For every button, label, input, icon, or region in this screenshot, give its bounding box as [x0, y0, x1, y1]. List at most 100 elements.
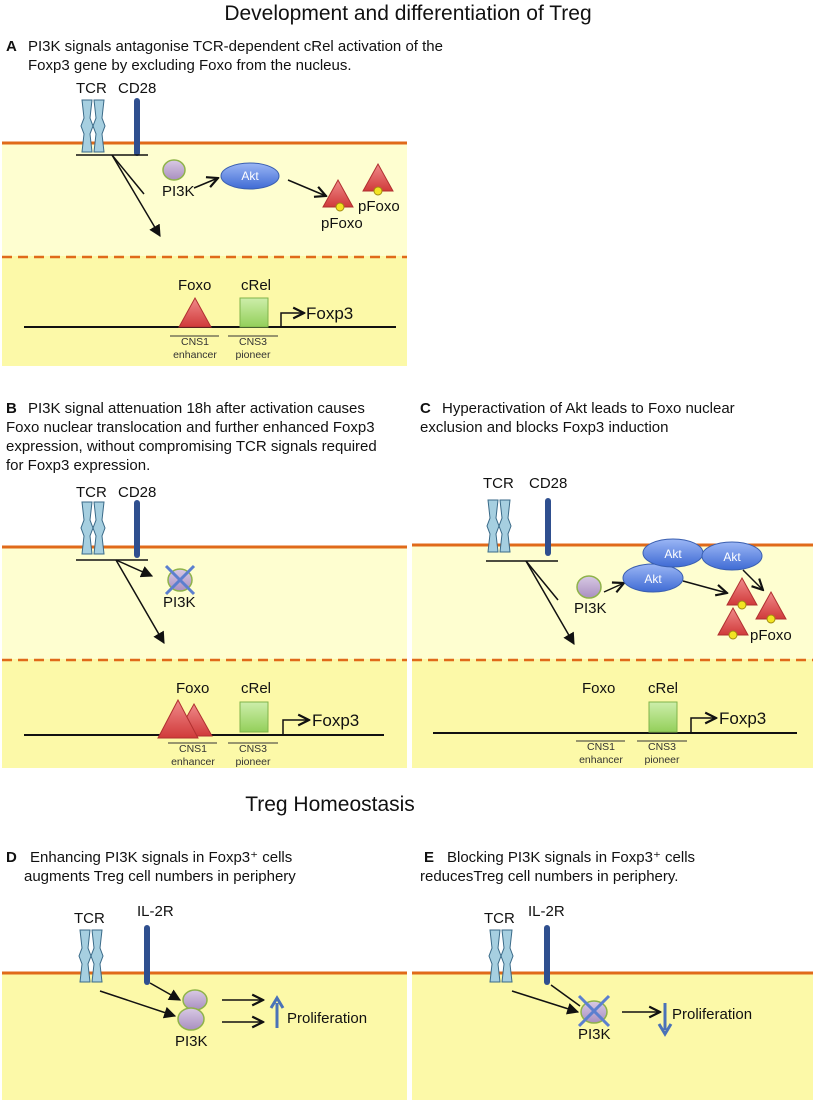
tcr-receptor-icon: [488, 929, 514, 983]
crel-square-icon: [648, 701, 678, 733]
panel-letter: B: [6, 400, 17, 417]
panel-letter: E: [424, 849, 434, 866]
pi3k-label: PI3K: [175, 1033, 208, 1050]
akt-label: Akt: [723, 550, 741, 564]
arrow-to-nucleus: [115, 559, 165, 645]
akt-icon: [220, 162, 280, 190]
tcr-receptor-icon: [80, 99, 106, 153]
pi3k-icon: [177, 1007, 205, 1031]
panel-b-desc-line-2: Foxo nuclear translocation and further e…: [6, 419, 375, 436]
pfoxo-label: pFoxo: [321, 215, 363, 232]
cd28-label: CD28: [118, 80, 156, 97]
pioneer-label: pioneer: [235, 349, 271, 361]
tcr-label: TCR: [74, 910, 105, 927]
cytoplasm-region: [412, 973, 813, 1100]
arrow-to-nucleus: [525, 560, 575, 646]
akt-label: Akt: [241, 169, 259, 183]
tcr-receptor-icon: [78, 929, 104, 983]
arrow-to-pi3k: [511, 990, 580, 1015]
arrow-akt-foxo: [287, 179, 326, 196]
enhancer-label: enhancer: [579, 754, 623, 766]
panel-e: E Blocking PI3K signals in Foxp3⁺ cells …: [412, 849, 813, 1100]
pioneer-label: pioneer: [644, 754, 680, 766]
up-arrow-icon: [269, 995, 285, 1028]
pi3k-icon: [576, 575, 602, 599]
arrow-akt-foxo: [682, 580, 727, 593]
tcr-receptor-icon: [486, 499, 512, 553]
panel-b: B PI3K signal attenuation 18h after acti…: [2, 400, 407, 768]
panel-a-desc-line-2: Foxp3 gene by excluding Foxo from the nu…: [28, 57, 352, 74]
foxp3-label: Foxp3: [306, 304, 353, 323]
pi3k-label: PI3K: [574, 600, 607, 617]
panel-e-desc-line-1: Blocking PI3K signals in Foxp3⁺ cells: [447, 849, 695, 866]
akt-icon: [701, 541, 763, 571]
heading-development: Development and differentiation of Treg: [224, 2, 591, 25]
panel-b-desc-line-1: PI3K signal attenuation 18h after activa…: [28, 400, 365, 417]
panel-b-desc-line-3: expression, without compromising TCR sig…: [6, 438, 377, 455]
foxo-triangle-icon: [157, 698, 199, 739]
cd28-label: CD28: [118, 484, 156, 501]
tcr-label: TCR: [483, 475, 514, 492]
cytoplasm-region: [2, 547, 407, 659]
proliferation-label: Proliferation: [672, 1006, 752, 1023]
pioneer-label: pioneer: [235, 756, 271, 768]
foxo-triangle-icon: [178, 296, 212, 328]
akt-label: Akt: [644, 572, 662, 586]
cns3-label: CNS3: [239, 336, 267, 348]
akt-icon: [622, 563, 684, 593]
proliferation-label: Proliferation: [287, 1010, 367, 1027]
cd28-receptor-icon: [134, 500, 140, 558]
foxo-label: Foxo: [582, 680, 615, 697]
heading-homeostasis: Treg Homeostasis: [245, 793, 415, 816]
enhancer-label: enhancer: [171, 756, 215, 768]
cns3-label: CNS3: [239, 743, 267, 755]
panel-a: A PI3K signals antagonise TCR-dependent …: [2, 38, 443, 366]
arrow-pi3k-akt: [193, 178, 218, 189]
tcr-receptor-icon: [80, 501, 106, 555]
cross-icon: [164, 564, 196, 596]
panel-letter: D: [6, 849, 17, 866]
pfoxo-label: pFoxo: [750, 627, 792, 644]
panel-b-desc-line-4: for Foxp3 expression.: [6, 457, 150, 474]
crel-label: cRel: [648, 680, 678, 697]
panel-letter: A: [6, 38, 17, 55]
crel-square-icon: [239, 701, 269, 733]
cns1-label: CNS1: [587, 741, 615, 753]
panel-e-desc-line-2: reducesTreg cell numbers in periphery.: [420, 868, 678, 885]
crel-label: cRel: [241, 277, 271, 294]
pfoxo-label: pFoxo: [358, 198, 400, 215]
tcr-label: TCR: [76, 80, 107, 97]
arrow-line: [111, 154, 145, 195]
akt-label: Akt: [664, 547, 682, 561]
il2r-receptor-icon: [544, 925, 550, 985]
il2r-label: IL-2R: [528, 903, 565, 920]
crel-square-icon: [239, 297, 269, 328]
cd28-receptor-icon: [134, 98, 140, 156]
pi3k-icon: [182, 989, 208, 1011]
phospho-dot: [737, 600, 747, 610]
pi3k-icon: [162, 159, 186, 181]
foxp3-label: Foxp3: [312, 711, 359, 730]
transcription-start-arrow: [282, 720, 309, 735]
arrow-to-pi3k: [149, 982, 182, 1001]
pi3k-label: PI3K: [162, 183, 195, 200]
panel-d: D Enhancing PI3K signals in Foxp3⁺ cells…: [2, 849, 407, 1100]
panel-d-desc-line-1: Enhancing PI3K signals in Foxp3⁺ cells: [30, 849, 292, 866]
phospho-dot: [335, 202, 345, 212]
arrow-akt-foxo: [742, 569, 763, 590]
cross-icon: [577, 994, 611, 1028]
arrow-to-pi3k: [99, 990, 177, 1019]
crel-label: cRel: [241, 680, 271, 697]
pi3k-label: PI3K: [578, 1026, 611, 1043]
nucleus-region: [2, 659, 407, 768]
foxo-label: Foxo: [176, 680, 209, 697]
transcription-start-arrow: [690, 718, 716, 733]
pi3k-label: PI3K: [163, 594, 196, 611]
nucleus-region: [412, 659, 813, 768]
il2r-label: IL-2R: [137, 903, 174, 920]
cd28-receptor-icon: [545, 498, 551, 556]
panel-letter: C: [420, 400, 431, 417]
panel-a-desc-line-1: PI3K signals antagonise TCR-dependent cR…: [28, 38, 443, 55]
arrow-line: [550, 984, 581, 1007]
